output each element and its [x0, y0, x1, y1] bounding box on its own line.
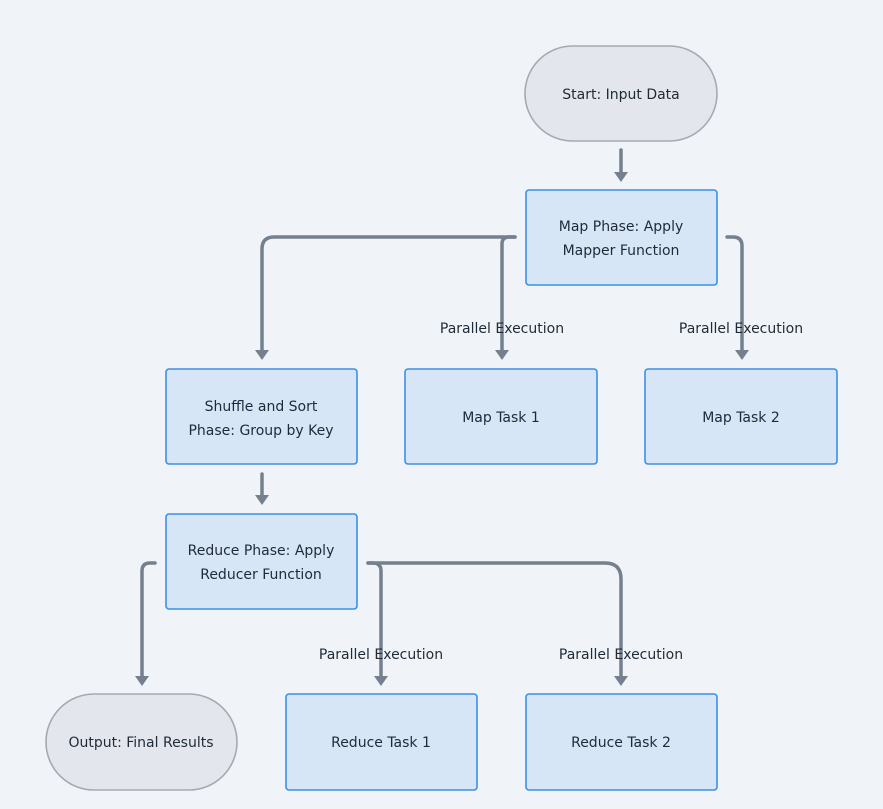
edge-map-phase-to-shuffle	[255, 235, 517, 360]
node-shuffle-sort: Shuffle and Sort Phase: Group by Key	[165, 368, 358, 465]
node-label-line-1: Reduce Phase: Apply	[188, 543, 335, 559]
node-label: Output: Final Results	[68, 735, 213, 751]
edge-label: Parallel Execution	[679, 321, 803, 337]
node-label: Reduce Task 2	[571, 735, 671, 751]
edges: Parallel Execution Parallel Execution Pa…	[135, 148, 803, 686]
edge-label: Parallel Execution	[319, 647, 443, 663]
node-label-line-2: Mapper Function	[563, 243, 680, 259]
node-label: Reduce Task 1	[331, 735, 431, 751]
node-reduce-task-2: Reduce Task 2	[525, 693, 718, 791]
edge-map-phase-to-map-task-1: Parallel Execution	[440, 235, 564, 360]
node-start: Start: Input Data	[524, 45, 718, 142]
node-label-line-2: Phase: Group by Key	[188, 423, 333, 439]
node-label: Map Task 1	[462, 410, 540, 426]
edge-label: Parallel Execution	[440, 321, 564, 337]
node-label: Map Task 2	[702, 410, 780, 426]
edge-reduce-phase-to-output	[135, 561, 157, 686]
node-label-line-1: Shuffle and Sort	[205, 399, 318, 415]
edge-shuffle-to-reduce-phase	[255, 472, 269, 505]
node-map-task-1: Map Task 1	[404, 368, 598, 465]
edge-start-to-map-phase	[614, 148, 628, 182]
edge-map-phase-to-map-task-2: Parallel Execution	[679, 235, 803, 360]
edge-label: Parallel Execution	[559, 647, 683, 663]
node-reduce-task-1: Reduce Task 1	[285, 693, 478, 791]
node-label: Start: Input Data	[562, 87, 680, 103]
edge-reduce-phase-to-reduce-task-2: Parallel Execution	[366, 561, 683, 686]
node-label-line-2: Reducer Function	[200, 567, 322, 583]
node-reduce-phase: Reduce Phase: Apply Reducer Function	[165, 513, 358, 610]
node-map-task-2: Map Task 2	[644, 368, 838, 465]
node-label-line-1: Map Phase: Apply	[559, 219, 684, 235]
node-output: Output: Final Results	[45, 693, 238, 791]
node-map-phase: Map Phase: Apply Mapper Function	[525, 189, 718, 286]
nodes: Start: Input Data Map Phase: Apply Mappe…	[45, 45, 838, 791]
